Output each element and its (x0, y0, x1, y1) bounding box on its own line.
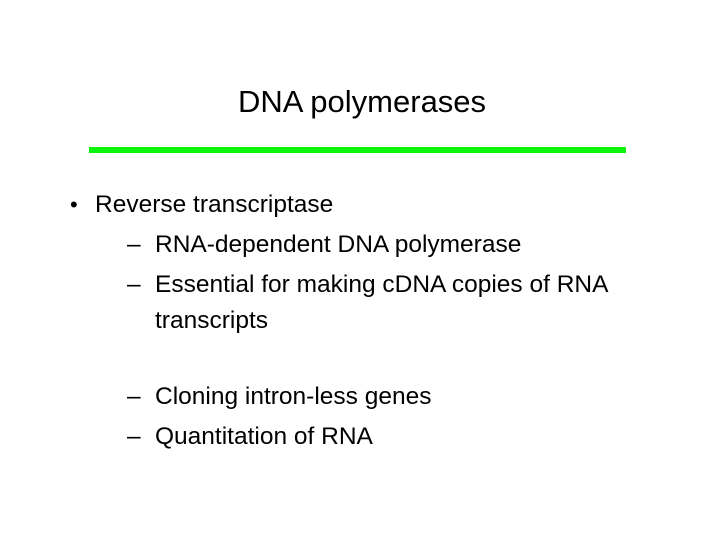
sub-bullet-marker: – (127, 231, 141, 258)
bullet-reverse-transcriptase: Reverse transcriptase (95, 191, 334, 218)
sub-bullet-marker: – (127, 271, 141, 298)
bullet-marker: • (70, 192, 78, 217)
sub-bullet-quantitation-rna: Quantitation of RNA (155, 423, 373, 450)
title-underline-rule (89, 147, 626, 153)
sub-bullet-marker: – (127, 423, 141, 450)
sub-bullet-cloning-intronless: Cloning intron-less genes (155, 383, 432, 410)
sub-bullet-marker: – (127, 383, 141, 410)
sub-bullet-essential-cdna-continuation: transcripts (155, 307, 269, 334)
sub-bullet-essential-cdna: Essential for making cDNA copies of RNA (155, 271, 609, 298)
slide-title: DNA polymerases (237, 84, 487, 119)
sub-bullet-rna-dependent: RNA-dependent DNA polymerase (155, 231, 522, 258)
